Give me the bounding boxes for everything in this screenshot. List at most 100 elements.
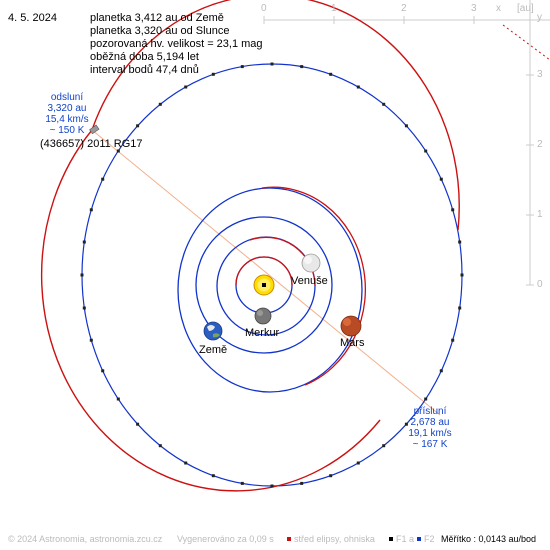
orbit-point-marker bbox=[89, 338, 93, 342]
orbit-point-marker bbox=[136, 422, 140, 426]
legend-foci: F1 a F2 bbox=[386, 535, 435, 544]
scale-label: Měřítko : 0,0143 au/bod bbox=[441, 534, 537, 544]
perihelion-distance: 2,678 au bbox=[410, 417, 450, 428]
orbit-point-marker bbox=[101, 177, 105, 181]
orbit-point-marker bbox=[382, 444, 386, 448]
orbit-point-marker bbox=[300, 65, 304, 69]
info-magnitude: pozorovaná hv. velikost = 23,1 mag bbox=[90, 38, 263, 50]
orbit-point-marker bbox=[439, 369, 443, 373]
x-tick-label-1: 1 bbox=[331, 3, 337, 14]
orbit-point-marker bbox=[404, 124, 408, 128]
focus1-marker-icon bbox=[389, 537, 393, 542]
legend-f2-label: F2 bbox=[424, 534, 435, 544]
line-of-apsides bbox=[91, 129, 441, 416]
axis-frame bbox=[263, 0, 550, 286]
orbit-point-marker bbox=[101, 369, 105, 373]
venus-orbit-above bbox=[249, 236, 316, 287]
orbit-point-marker bbox=[158, 102, 162, 106]
aphelion-annotation: odsluní 3,320 au 15,4 km/s ~ 150 K bbox=[42, 92, 92, 136]
orbit-point-marker bbox=[329, 72, 333, 76]
orbit-point-marker bbox=[356, 85, 360, 89]
y-tick-label-0: 0 bbox=[537, 279, 543, 290]
orbit-point-marker bbox=[136, 124, 140, 128]
orbit-point-marker bbox=[451, 338, 455, 342]
orbit-point-marker bbox=[89, 208, 93, 212]
y-tick-label-2: 2 bbox=[537, 139, 543, 150]
orbit-point-marker bbox=[184, 461, 188, 465]
venus-icon[interactable] bbox=[301, 253, 321, 273]
x-tick-label-0: 0 bbox=[261, 3, 267, 14]
orbit-point-marker bbox=[451, 208, 455, 212]
orbit-point-marker bbox=[424, 149, 428, 153]
orbit-point-marker bbox=[270, 62, 274, 66]
date-label: 4. 5. 2024 bbox=[8, 12, 57, 24]
aphelion-title: odsluní bbox=[50, 92, 84, 103]
perihelion-title: přísluní bbox=[413, 406, 447, 417]
orbit-point-marker bbox=[82, 306, 86, 310]
info-point-interval: interval bodů 47,4 dnů bbox=[90, 64, 199, 76]
orbit-point-markers bbox=[80, 62, 464, 488]
copyright-link[interactable]: © 2024 Astronomia, astronomia.zcu.cz bbox=[8, 534, 163, 544]
aphelion-speed: 15,4 km/s bbox=[45, 114, 89, 125]
orbit-point-marker bbox=[404, 422, 408, 426]
orbit-point-marker bbox=[80, 273, 84, 277]
orbit-point-marker bbox=[424, 397, 428, 401]
focus2-marker-icon bbox=[417, 537, 422, 542]
y-tick-label-3: 3 bbox=[537, 69, 543, 80]
center-marker-icon bbox=[287, 537, 291, 542]
earth-icon[interactable] bbox=[203, 321, 223, 341]
asteroid-orbit-above bbox=[40, 129, 381, 492]
orbit-point-marker bbox=[116, 149, 120, 153]
perihelion-speed: 19,1 km/s bbox=[408, 428, 452, 439]
orbit-point-marker bbox=[184, 85, 188, 89]
orbit-point-marker bbox=[458, 240, 462, 244]
x-axis-letter: x bbox=[496, 3, 501, 14]
orbit-point-marker bbox=[458, 306, 462, 310]
mars-label: Mars bbox=[340, 337, 365, 349]
aphelion-distance: 3,320 au bbox=[47, 103, 87, 114]
generated-time: Vygenerováno za 0,09 s bbox=[177, 534, 274, 544]
orbit-point-marker bbox=[270, 484, 274, 488]
orbit-point-marker bbox=[460, 273, 464, 277]
info-distance-earth: planetka 3,412 au od Země bbox=[90, 12, 224, 24]
comet-trace bbox=[502, 24, 550, 61]
orbit-point-marker bbox=[211, 72, 215, 76]
legend-center-label: střed elipsy, ohniska bbox=[294, 534, 375, 544]
axis-unit-label: [au] bbox=[517, 3, 534, 14]
sun-icon bbox=[253, 274, 275, 296]
orbit-point-marker bbox=[116, 397, 120, 401]
mercury-icon[interactable] bbox=[254, 307, 272, 325]
asteroid-icon[interactable] bbox=[89, 124, 100, 135]
orbit-point-marker bbox=[240, 481, 244, 485]
orbit-point-marker bbox=[382, 102, 386, 106]
mercury-label: Merkur bbox=[245, 327, 280, 339]
orbit-point-marker bbox=[82, 240, 86, 244]
orbit-point-marker bbox=[439, 177, 443, 181]
info-distance-sun: planetka 3,320 au od Slunce bbox=[90, 25, 230, 37]
orbit-point-marker bbox=[329, 474, 333, 478]
orbit-point-marker bbox=[356, 461, 360, 465]
mars-orbit bbox=[177, 187, 363, 393]
legend-foci-label: F1 a bbox=[396, 534, 415, 544]
aphelion-temperature: ~ 150 K bbox=[49, 125, 85, 136]
x-tick-label-2: 2 bbox=[401, 3, 407, 14]
earth-label: Země bbox=[199, 344, 228, 356]
y-tick-label-1: 1 bbox=[537, 209, 543, 220]
orbit-point-marker bbox=[300, 481, 304, 485]
mars-icon[interactable] bbox=[340, 315, 362, 337]
y-axis-letter: y bbox=[537, 12, 542, 23]
mars-orbit-above bbox=[261, 186, 367, 386]
legend-center: střed elipsy, ohniska bbox=[284, 535, 375, 544]
info-period: oběžná doba 5,194 let bbox=[90, 51, 199, 63]
x-tick-label-3: 3 bbox=[471, 3, 477, 14]
orbit-point-marker bbox=[211, 474, 215, 478]
earth-orbit bbox=[195, 216, 333, 354]
orbit-point-marker bbox=[240, 65, 244, 69]
mercury-orbit-above bbox=[235, 256, 293, 286]
perihelion-annotation: přísluní 2,678 au 19,1 km/s ~ 167 K bbox=[403, 406, 457, 450]
perihelion-temperature: ~ 167 K bbox=[412, 439, 448, 450]
asteroid-orbit-upper bbox=[91, 0, 460, 231]
venus-label: Venuše bbox=[291, 275, 328, 287]
